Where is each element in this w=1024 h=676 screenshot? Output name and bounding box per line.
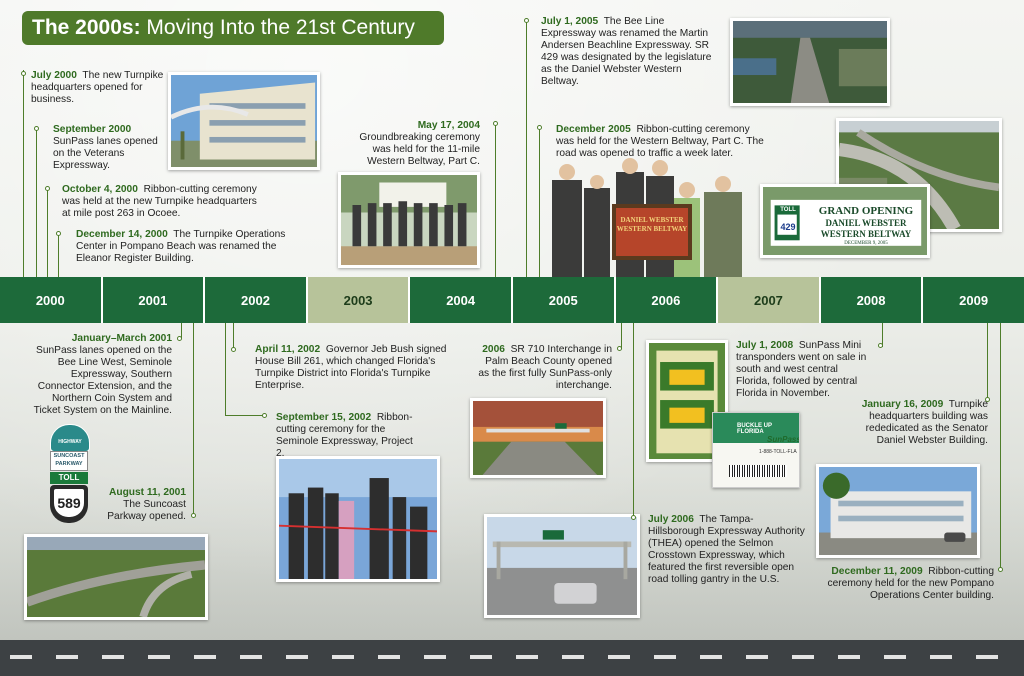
sign-grand-opening: GRAND OPENING DANIEL WEBSTER WESTERN BEL… <box>818 205 914 246</box>
photo-suncoast-parkway <box>24 534 208 620</box>
year-2003: 2003 <box>307 277 411 323</box>
event-september-15-2002: September 15, 2002 Ribbon-cutting ceremo… <box>276 412 413 459</box>
sunpass-card: BUCKLE UP FLORIDA SunPass 1-888-TOLL-FLA <box>712 412 800 488</box>
road-strip <box>0 640 1024 676</box>
photo-aerial-beachline <box>730 18 890 106</box>
page-title: The 2000s: Moving Into the 21st Century <box>22 11 444 45</box>
sign-toll-panel: TOLL <box>50 472 88 484</box>
year-2009: 2009 <box>923 277 1024 323</box>
year-2000: 2000 <box>0 277 103 323</box>
event-april-11-2002: April 11, 2002 Governor Jeb Bush signed … <box>255 344 447 391</box>
event-july-2000: July 2000 The new Turnpike headquarters … <box>31 70 164 105</box>
event-december-14-2000: December 14, 2000 The Turnpike Operation… <box>76 229 286 264</box>
photo-turnpike-headquarters <box>168 72 320 170</box>
event-2006: 2006 SR 710 Interchange in Palm Beach Co… <box>478 344 612 391</box>
photo-groundbreaking <box>338 172 480 268</box>
timeline-year-band: 2000 2001 2002 2003 2004 2005 2006 2007 … <box>0 277 1024 323</box>
event-october-4-2000: October 4, 2000 Ribbon-cutting ceremony … <box>62 184 257 219</box>
photo-pompano-operations <box>816 464 980 558</box>
photo-grand-opening-sign: TOLL 429 GRAND OPENING DANIEL WEBSTER WE… <box>760 184 930 258</box>
event-july-1-2005: July 1, 2005 The Bee Line Expressway was… <box>541 16 712 87</box>
card-number: 1-888-TOLL-FLA <box>759 449 797 455</box>
event-july-2006: July 2006 The Tampa-Hillsborough Express… <box>648 514 805 585</box>
event-december-11-2009: December 11, 2009 Ribbon-cutting ceremon… <box>827 566 995 601</box>
barcode <box>729 465 787 477</box>
year-2004: 2004 <box>410 277 513 323</box>
event-july-1-2008: July 1, 2008 SunPass Mini transponders w… <box>736 340 867 399</box>
sign-route-number: 429 <box>780 222 796 232</box>
event-january-16-2009: January 16, 2009 Turnpike headquarters b… <box>861 399 988 446</box>
photo-selmon-gantry <box>484 514 640 618</box>
year-2005: 2005 <box>512 277 616 323</box>
year-2001: 2001 <box>102 277 206 323</box>
card-brand: SunPass <box>767 435 800 444</box>
sign-route-shield: 589 <box>50 485 88 523</box>
year-2007: 2007 <box>718 277 821 323</box>
year-2008: 2008 <box>820 277 924 323</box>
sign-top-emblem: HIGHWAY <box>50 424 90 452</box>
sign-toll-label: TOLL <box>780 207 796 213</box>
photo-seminole-ribbon <box>276 456 440 582</box>
year-2006: 2006 <box>615 277 719 323</box>
card-title: BUCKLE UP FLORIDA <box>737 423 772 435</box>
year-2002: 2002 <box>205 277 308 323</box>
event-december-2005: December 2005 Ribbon-cutting ceremony wa… <box>556 124 764 159</box>
photo-sr710-interchange <box>470 398 606 478</box>
